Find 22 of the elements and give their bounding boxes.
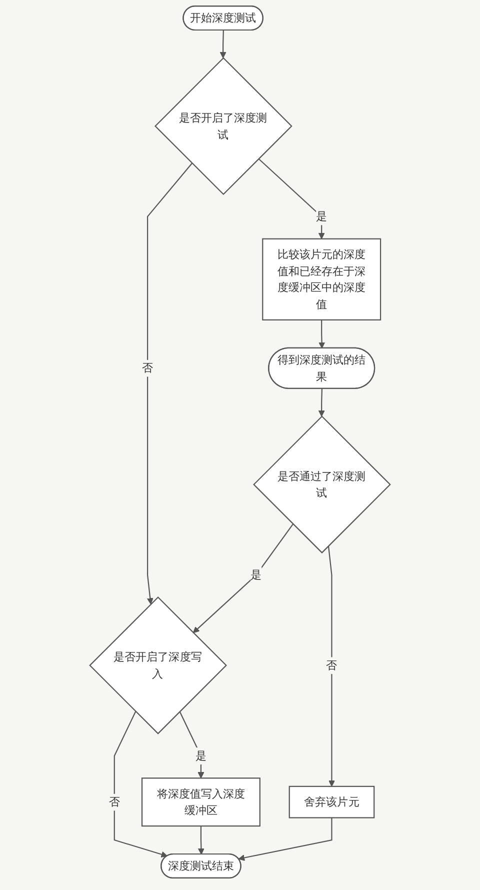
arrow	[114, 711, 168, 858]
edge-label: 是	[250, 568, 262, 582]
arrow	[258, 158, 325, 240]
node-diamond: 是否通过了深度测试	[253, 416, 391, 554]
edge-label: 否	[108, 795, 120, 809]
edge-label: 否	[142, 361, 154, 375]
arrow	[220, 30, 226, 58]
arrow	[318, 388, 325, 417]
edge-label: 是	[195, 749, 206, 762]
edge-label: 是	[316, 210, 328, 224]
node-box: 比较该片元的深度值和已经存在于深度缓冲区中的深度值	[262, 238, 382, 320]
arrow	[146, 162, 192, 604]
arrow	[318, 320, 326, 349]
arrow	[238, 818, 332, 861]
node-box: 舍弃该片元	[288, 786, 375, 818]
node-box: 将深度值写入深度缓冲区	[141, 778, 260, 827]
arrow	[198, 826, 204, 855]
node-diamond: 是否开启了深度写入	[89, 596, 227, 734]
arrow	[328, 546, 335, 787]
node-diamond: 是否开启了深度测试	[154, 57, 292, 196]
edge-label: 否	[326, 658, 338, 672]
arrow	[192, 524, 294, 634]
